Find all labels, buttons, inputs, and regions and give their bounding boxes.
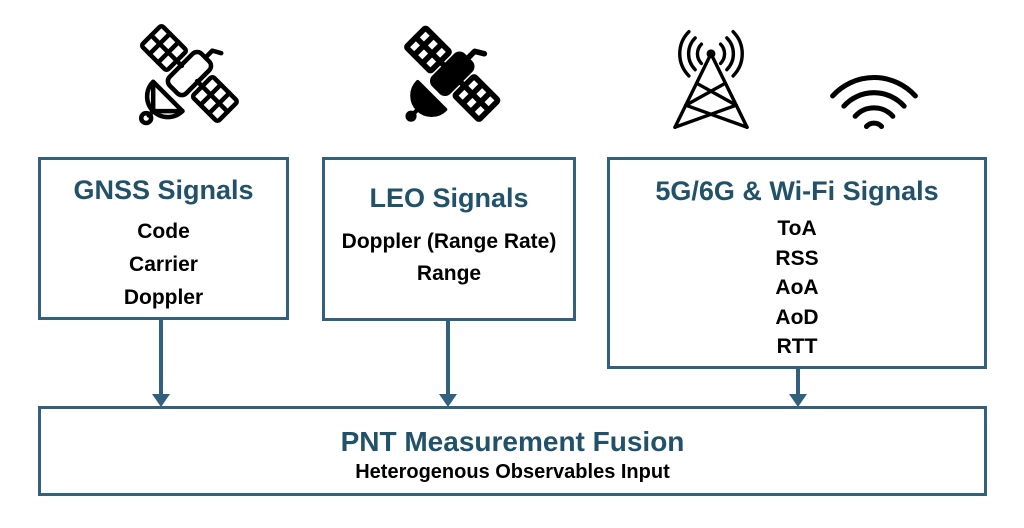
cellular-to-fusion-arrow [787,369,809,407]
cellular-item-rtt: RTT [776,335,818,358]
gnss-box-items: Code Carrier Doppler [41,215,286,314]
leo-item-range: Range [416,262,482,285]
fusion-box-title: PNT Measurement Fusion [340,426,685,457]
leo-item-doppler-range-rate: Doppler (Range Rate) [341,230,557,253]
cellular-box-items: ToA RSS AoA AoD RTT [610,214,984,362]
cellular-item-aod: AoD [775,305,819,329]
cellular-item-rss: RSS [775,246,819,270]
arrow-head-icon [789,394,807,407]
arrow-stem [158,320,164,394]
gnss-box-title: GNSS Signals [73,175,254,205]
arrow-stem [445,321,451,394]
gnss-signals-box: GNSS Signals Code Carrier Doppler [38,157,289,320]
arrow-head-icon [439,394,457,407]
leo-to-fusion-arrow [437,321,459,407]
cell-tower-icon [660,15,762,147]
leo-box-title: LEO Signals [369,183,529,213]
gnss-item-carrier: Carrier [129,253,198,276]
gnss-item-code: Code [137,220,190,243]
wifi-icon [823,64,925,140]
gnss-item-doppler: Doppler [123,286,204,309]
leo-box-items: Doppler (Range Rate) Range [325,226,573,290]
pnt-measurement-fusion-box: PNT Measurement Fusion Heterogenous Obse… [38,406,987,496]
satellite-filled-icon [388,18,508,138]
cellular-box-title: 5G/6G & Wi-Fi Signals [655,176,939,206]
satellite-outline-icon [122,15,248,141]
cellular-item-toa: ToA [777,217,817,240]
arrow-stem [795,369,801,394]
cellular-item-aoa: AoA [775,276,819,299]
cellular-wifi-signals-box: 5G/6G & Wi-Fi Signals ToA RSS AoA AoD RT… [607,157,987,369]
fusion-box-subtitle: Heterogenous Observables Input [355,461,670,483]
gnss-to-fusion-arrow [150,320,172,407]
leo-signals-box: LEO Signals Doppler (Range Rate) Range [322,157,576,321]
arrow-head-icon [152,394,170,407]
